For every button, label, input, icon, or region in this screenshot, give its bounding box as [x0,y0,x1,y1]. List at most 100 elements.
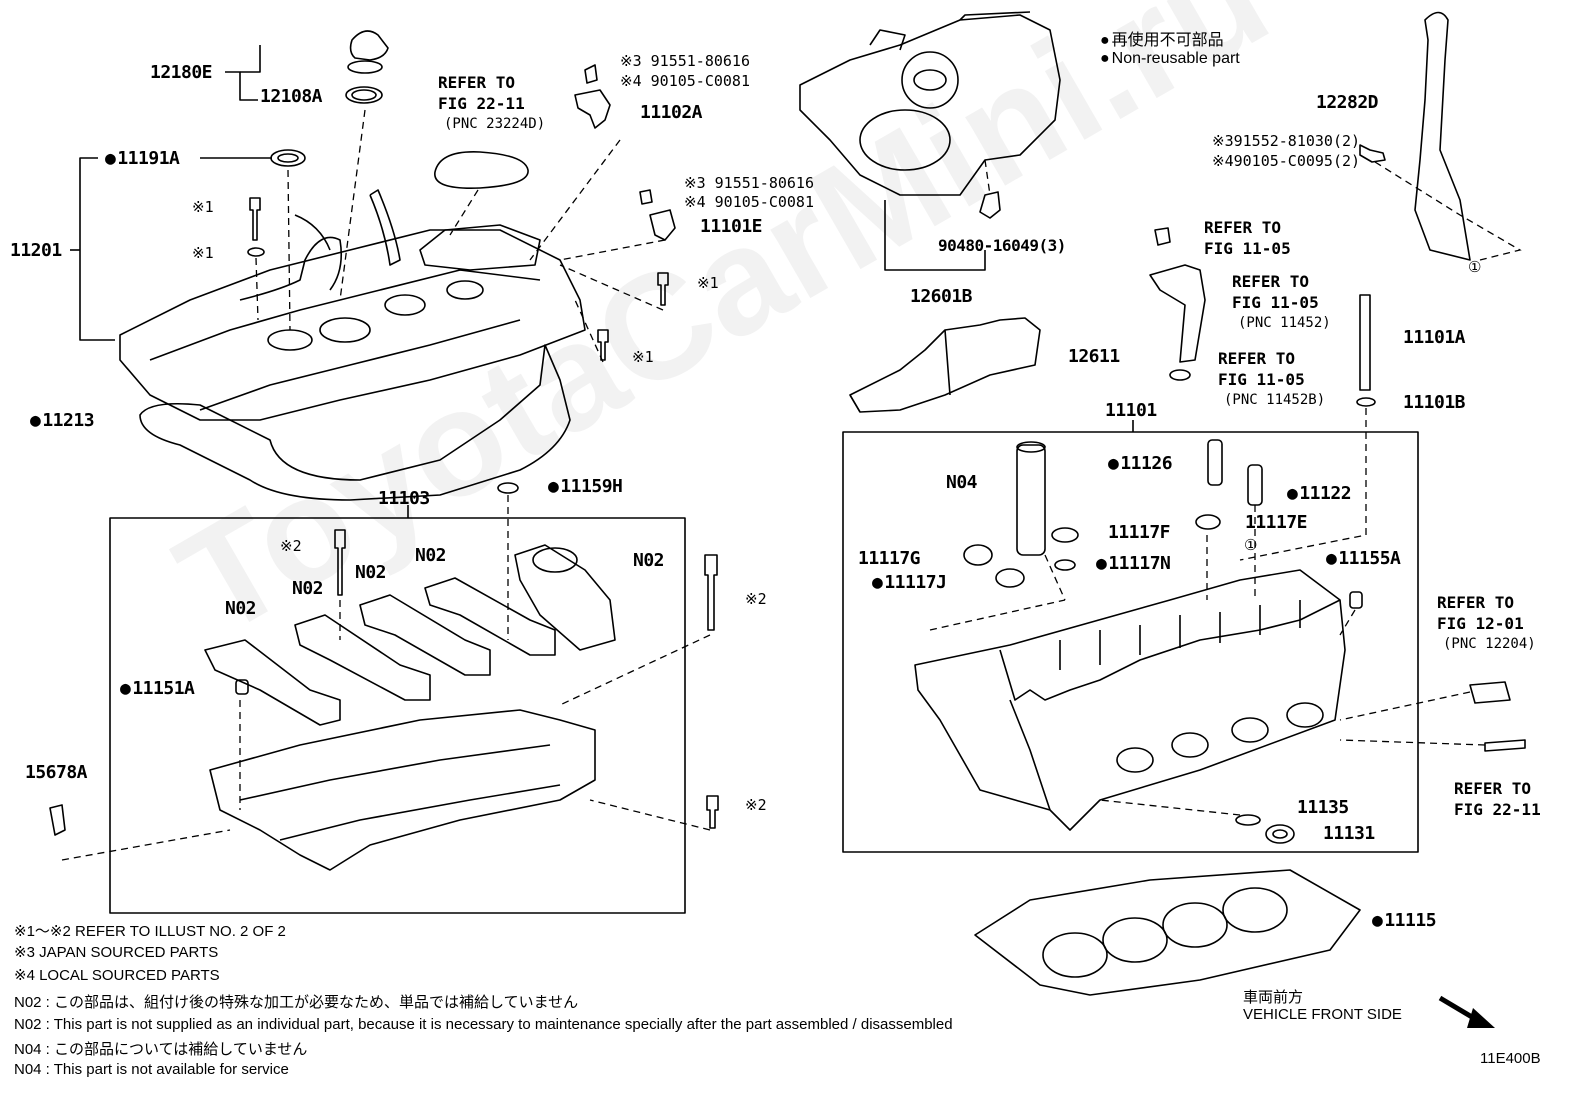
washer-11101B [1356,397,1376,407]
bearing-cap-2 [294,614,431,701]
label-11122: 11122 [1287,483,1351,504]
sensor-15678A [49,804,66,836]
bolt-m1c [657,272,669,306]
refer-6-line1: REFER TO [1454,779,1532,798]
oil-filler-cap [349,30,389,61]
label-N04: N04 [946,472,978,493]
refer-3-pnc: (PNC 11452) [1238,315,1331,331]
refer-2-line2: FIG 11-05 [1204,239,1291,258]
label-11117N: 11117N [1096,553,1171,574]
gasket-11135 [1235,814,1261,826]
leader-12180E [225,71,258,101]
bolt-3 [706,795,719,829]
refer-4-pnc: (PNC 11452B) [1224,392,1326,408]
refer-3-line1: REFER TO [1232,272,1310,291]
box-11103 [109,517,686,914]
mark-1a: ※1 [192,198,214,216]
bearing-cap-1 [204,639,341,726]
label-N02-d: N02 [415,545,447,566]
illustration-code: 11E400B [1480,1050,1541,1067]
refer-block-5: REFER TO FIG 12-01 (PNC 12204) [1437,592,1536,655]
note-4: N02 : この部品は、組付け後の特殊な加工が必要なため、単品では補給していませ… [14,994,579,1011]
bearing-cap-5 [514,544,616,651]
oil-cap-base [347,60,383,74]
label-11101A: 11101A [1403,327,1466,348]
bolt-m1d [597,329,609,361]
refer-block-4: REFER TO FIG 11-05 (PNC 11452B) [1218,348,1325,411]
refer-1-line1: REFER TO [438,73,516,92]
bracket-12282D [1414,11,1471,261]
bolt-label-2b: ※4 90105-C0081 [684,193,814,211]
label-N02-c: N02 [355,562,387,583]
label-90480: 90480-16049(3) [938,236,1066,255]
refer-2-line1: REFER TO [1204,218,1282,237]
label-11117E: 11117E [1245,512,1308,533]
bearing-cap-4 [424,577,556,656]
label-12108A: 12108A [260,86,323,107]
refer-1-line2: FIG 22-11 [438,94,525,113]
label-11151A: 11151A [120,678,195,699]
leader-11201 [79,157,115,341]
label-12611: 12611 [1068,346,1120,367]
camshaft-housing [209,709,596,871]
label-11101: 11101 [1105,400,1157,421]
bolt-m1a [249,197,261,241]
label-11126: 11126 [1108,453,1172,474]
box-11101 [842,431,1419,853]
pin-11122 [1247,464,1263,506]
legend-jp: 再使用不可部品 [1100,26,1224,50]
bearing-cap-3 [359,594,491,676]
hose-11452 [1149,264,1206,363]
sensor-11102A [574,89,611,129]
label-15678A: 15678A [25,762,88,783]
label-12282D: 12282D [1316,92,1379,113]
refer-1-pnc: (PNC 23224D) [444,116,546,132]
pin-11155A [1349,591,1363,609]
leader-12180E-b [240,45,261,73]
label-11101E: 11101E [700,216,763,237]
label-11191A: 11191A [105,148,180,169]
bolt-label-3b: ※490105-C0095(2) [1212,152,1361,170]
note-1: ※1～※2 REFER TO ILLUST NO. 2 OF 2 [14,923,286,940]
gasket-11213 [139,344,571,501]
label-N02-e: N02 [633,550,665,571]
ring-11159H [497,482,519,494]
note-2: ※3 JAPAN SOURCED PARTS [14,944,219,961]
note-3: ※4 LOCAL SOURCED PARTS [14,967,220,984]
label-11131: 11131 [1323,823,1375,844]
leader-12601B [884,200,986,271]
gasket-refer-23224D [434,151,529,189]
head-cover-11201 [119,229,586,421]
washer-m1b [247,247,265,257]
seal-11191A [270,149,306,167]
bolt-label-3a: ※391552-81030(2) [1212,132,1361,150]
plug-11117G [963,544,993,566]
label-11101B: 11101B [1403,392,1466,413]
refer-5-line2: FIG 12-01 [1437,614,1524,633]
engine-cover-12601B [799,14,1061,196]
refer-3-line2: FIG 11-05 [1232,293,1319,312]
mark-1c: ※1 [697,274,719,292]
front-label-en: VEHICLE FRONT SIDE [1243,1006,1402,1023]
seal-11117J [995,568,1025,588]
pin-11126 [1207,439,1223,486]
bolt-1 [334,529,346,596]
sensor-11101E [649,209,676,241]
bolt-label-1a: ※3 91551-80616 [620,52,750,70]
front-label-jp: 車両前方 [1243,989,1304,1006]
label-11117J: 11117J [872,572,947,593]
label-11115: 11115 [1372,910,1436,931]
refer-5-pnc: (PNC 12204) [1443,636,1536,652]
circle-mark-1b: ① [1244,536,1258,554]
head-gasket-11115 [974,869,1361,996]
refer-5-line1: REFER TO [1437,593,1515,612]
front-arrow-icon [1438,995,1495,1028]
label-11117G: 11117G [858,548,921,569]
refer-block-6: REFER TO FIG 22-11 [1454,778,1541,820]
label-11155A: 11155A [1326,548,1401,569]
label-12601B: 12601B [910,286,973,307]
mark-2a: ※2 [280,537,302,555]
stud-11101A [1359,294,1371,391]
stud-22-11 [1484,739,1526,752]
